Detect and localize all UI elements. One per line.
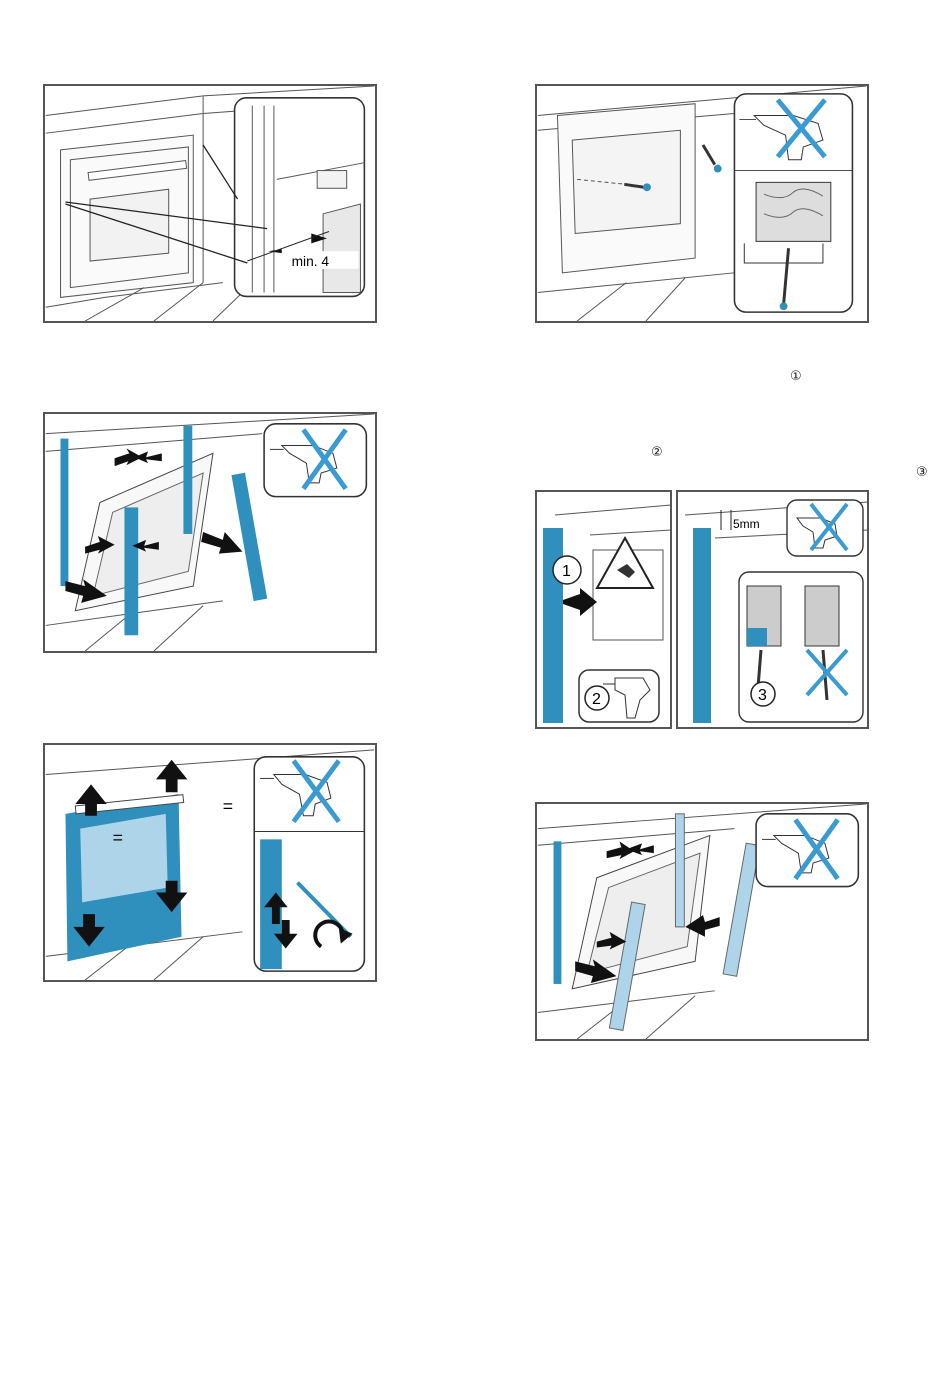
equal-gap-side-label: = bbox=[113, 827, 123, 847]
figure-remove-side-strips bbox=[43, 412, 377, 653]
equal-gap-top-label: = bbox=[223, 796, 233, 816]
figure-reinstall-strips bbox=[535, 802, 869, 1041]
marker-2: ② bbox=[651, 445, 663, 458]
mounting-steps-illustration: 1 2 5mm 3 bbox=[535, 490, 869, 729]
screw-illustration bbox=[537, 86, 867, 321]
oven-cabinet-illustration: min. 4 bbox=[45, 86, 375, 321]
figure-mount-strip-steps: 1 2 5mm 3 bbox=[535, 490, 869, 729]
door-alignment-illustration: = = bbox=[45, 745, 375, 980]
marker-3: ③ bbox=[916, 465, 928, 478]
strips-removal-illustration bbox=[45, 414, 375, 651]
step-2-label: 2 bbox=[592, 691, 601, 708]
step-3-label: 3 bbox=[758, 687, 767, 704]
strips-reinstall-illustration bbox=[537, 804, 867, 1039]
figure-no-screw-into-worktop bbox=[535, 84, 869, 323]
step-1-label: 1 bbox=[562, 563, 571, 580]
figure-gap-min-4: min. 4 bbox=[43, 84, 377, 323]
min-gap-label: min. 4 bbox=[292, 254, 330, 269]
gap-5mm-label: 5mm bbox=[733, 517, 760, 531]
figure-align-door: = = bbox=[43, 743, 377, 982]
marker-1: ① bbox=[790, 369, 802, 382]
